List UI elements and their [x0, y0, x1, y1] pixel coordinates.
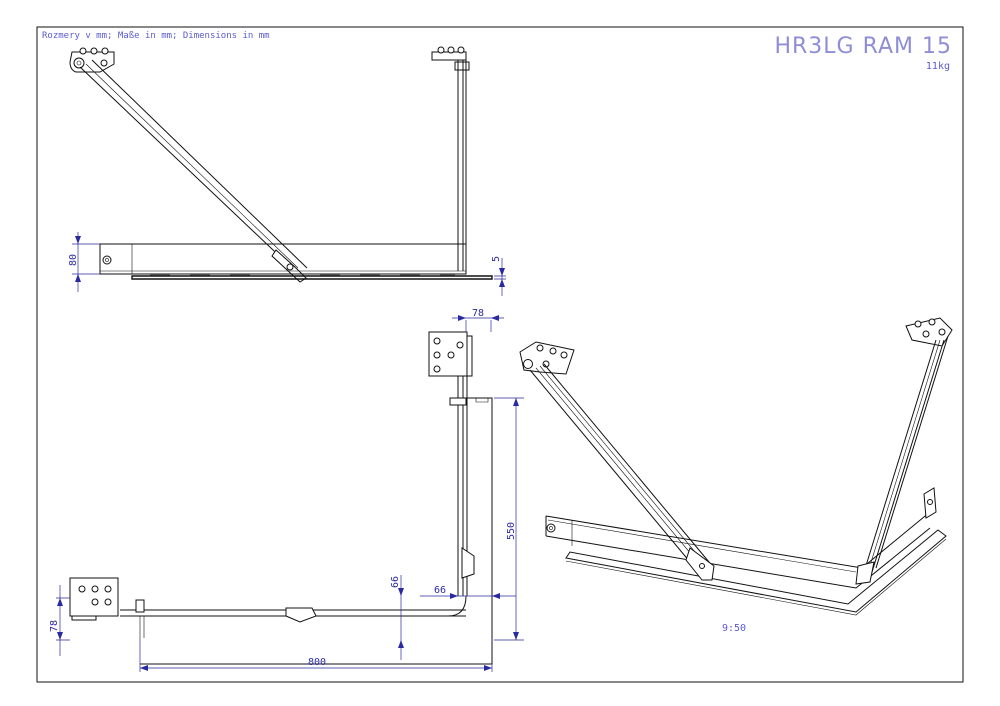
svg-text:78: 78 [472, 308, 484, 319]
front-back-plate-top [475, 398, 489, 403]
iso-beam-hole [546, 523, 556, 533]
iso-base-plate [565, 529, 947, 613]
iso-right-post-foot [855, 561, 875, 585]
dim-front-length: 800 [139, 640, 493, 672]
iso-left-bolt-2 [549, 347, 557, 355]
front-lower-stub [71, 615, 97, 621]
top-base-plate [131, 275, 493, 280]
top-beam-hole-inner [105, 258, 109, 262]
iso-left-strut [529, 363, 715, 575]
front-upper-bolt-3 [433, 365, 441, 373]
front-lower-bracket [69, 577, 119, 617]
iso-right-post-inner [867, 339, 941, 573]
top-left-pivot [73, 57, 85, 69]
svg-text:66: 66 [434, 585, 446, 596]
drawing-frame [36, 26, 964, 683]
front-bottom-beam-detail [139, 616, 145, 640]
top-beam-hole [102, 255, 112, 265]
top-right-post [457, 60, 467, 271]
top-view: 80 5 [68, 46, 506, 296]
front-back-plate [140, 397, 493, 665]
top-left-bolt-1 [79, 47, 87, 55]
top-left-bolt-2 [90, 47, 98, 55]
iso-left-bolt-3 [560, 351, 568, 359]
scale-label: 9:50 [722, 623, 746, 634]
top-left-pivot-inner [76, 60, 82, 66]
svg-text:80: 80 [68, 254, 79, 266]
iso-left-bolt-1 [536, 344, 544, 352]
front-upper-bolt-4 [447, 351, 455, 359]
front-strut-fitting [285, 607, 317, 623]
top-beam-inner [100, 244, 466, 274]
front-upper-flange [467, 335, 473, 377]
top-left-bolt-4 [100, 59, 108, 67]
front-vertical-fitting [461, 547, 475, 579]
dim-top-height: 80 [68, 232, 100, 292]
dim-front-height: 550 [494, 397, 524, 641]
front-lower-tab [135, 599, 145, 613]
dim-front-bracket-height: 78 [49, 585, 70, 656]
iso-base-plate-bottom [565, 538, 947, 616]
top-diagonal-strut [79, 59, 308, 269]
drawing-title: HR3LG RAM 15 [774, 34, 952, 59]
iso-left-strut-bolt [699, 563, 705, 569]
svg-text:78: 78 [49, 620, 60, 632]
dim-front-inner-left: 66 [390, 575, 404, 660]
top-right-bolt-3 [457, 46, 465, 54]
iso-lower-beam-inner [547, 519, 857, 573]
top-diagonal-strut-inner [85, 63, 299, 269]
front-view: 78 550 66 66 78 [49, 308, 524, 672]
front-upper-bolt-5 [456, 341, 464, 349]
front-lower-bolt-5 [104, 598, 112, 606]
iso-right-bolt-2 [928, 318, 936, 326]
svg-text:66: 66 [390, 576, 401, 588]
iso-right-tab-bolt [927, 499, 933, 505]
front-upper-bolt-1 [433, 337, 441, 345]
front-lower-bolt-3 [104, 585, 112, 593]
front-lower-bolt-1 [78, 585, 86, 593]
iso-right-post [863, 335, 949, 573]
front-upper-bolt-2 [433, 351, 441, 359]
weight-label: 11kg [926, 61, 950, 72]
top-right-bolt-1 [437, 46, 445, 54]
units-note: Rozmery v mm; Maße in mm; Dimensions in … [42, 31, 270, 41]
top-horizontal-beam [99, 243, 467, 275]
iso-right-bolt-4 [938, 328, 946, 336]
iso-beam-hole-inner [549, 526, 553, 530]
iso-lower-beam [545, 511, 931, 589]
top-right-post-cap [454, 61, 470, 71]
svg-text:5: 5 [491, 256, 502, 262]
top-left-bolt-3 [101, 47, 109, 55]
top-strut-end-bolt [286, 263, 294, 271]
dim-front-flange-width: 78 [452, 308, 504, 332]
svg-text:550: 550 [506, 522, 517, 540]
iso-right-bolt-1 [914, 320, 922, 328]
iso-left-bracket [519, 341, 575, 375]
front-lower-bolt-4 [91, 598, 99, 606]
isometric-view: 9:50 [519, 317, 953, 634]
front-vertical-clip [449, 397, 467, 406]
front-lower-bolt-2 [91, 585, 99, 593]
svg-text:800: 800 [308, 657, 326, 668]
iso-left-strut-inner [535, 365, 711, 573]
iso-right-bolt-3 [922, 330, 930, 338]
top-right-bolt-2 [447, 46, 455, 54]
iso-left-pivot [523, 359, 533, 369]
dim-top-thickness: 5 [491, 256, 506, 296]
dim-front-inner-right: 66 [420, 585, 516, 599]
